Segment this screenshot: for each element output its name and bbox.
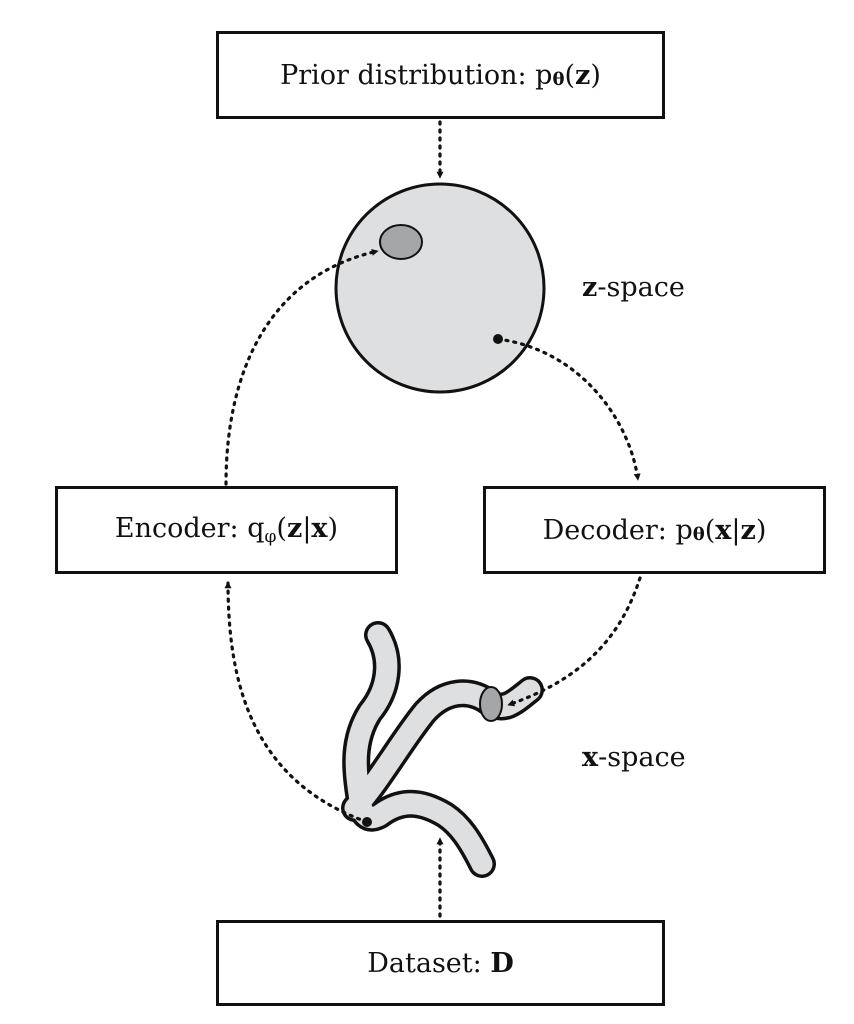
- x-space-manifold: [341, 621, 544, 878]
- prior-label: Prior distribution: pθ(z): [280, 59, 601, 91]
- dataset-box: Dataset: D: [216, 920, 665, 1006]
- prior-distribution-box: Prior distribution: pθ(z): [216, 31, 665, 119]
- encoder-label: Encoder: qφ(z|x): [114, 513, 339, 547]
- dataset-label: Dataset: D: [367, 947, 514, 979]
- arrow-z-space-to-decoder: [496, 337, 641, 482]
- arrow-decoder-to-x-space: [506, 576, 642, 707]
- z-space-posterior-blob: [379, 224, 423, 260]
- encoder-box: Encoder: qφ(z|x): [55, 486, 398, 574]
- x-space-label: x-space: [582, 742, 686, 773]
- z-space-label: z-space: [582, 272, 685, 303]
- decoder-label: Decoder: pθ(x|z): [542, 514, 767, 546]
- arrow-x-space-to-encoder: [224, 580, 369, 824]
- x-space-reconstruction-blob: [479, 686, 503, 722]
- z-space-region: [334, 182, 546, 394]
- decoder-box: Decoder: pθ(x|z): [483, 486, 826, 574]
